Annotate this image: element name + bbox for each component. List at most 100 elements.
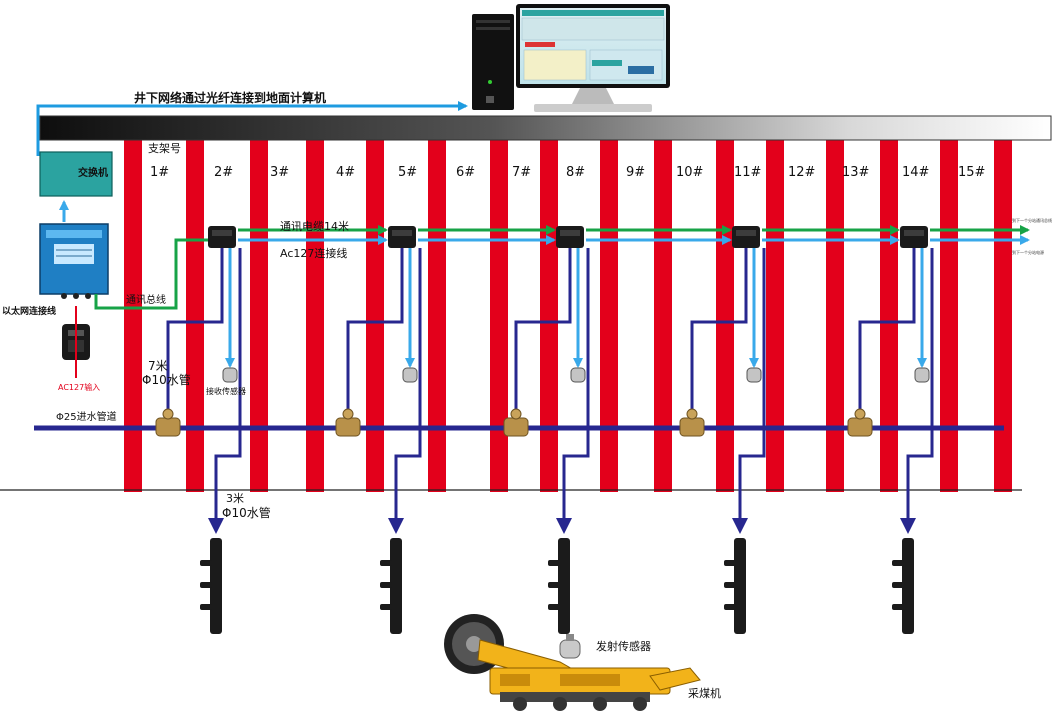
shearer-label: 采煤机 (688, 686, 721, 700)
pipe-short-count: 7米 (148, 359, 168, 373)
support-number: 14# (902, 165, 929, 180)
water-valve (503, 417, 529, 437)
roof-beam (39, 115, 1052, 141)
switch-label: 交换机 (78, 166, 108, 179)
support-column (540, 140, 558, 492)
bus-label: 通讯总线 (126, 293, 166, 306)
support-number: 13# (842, 165, 869, 180)
support-number: 8# (566, 165, 585, 180)
spray-nozzle-bar (558, 538, 570, 634)
valve-handle (686, 408, 698, 420)
nozzle-pipe-arrow (556, 518, 572, 534)
support-number: 3# (270, 165, 289, 180)
control-module-panel (392, 230, 412, 236)
spray-nozzle-bar (902, 538, 914, 634)
support-number: 10# (676, 165, 703, 180)
spray-nozzle-bar (734, 538, 746, 634)
nozzle-pipe (906, 248, 934, 518)
support-labels: 1#2#3#4#5#6#7#8#9#10#11#12#13#14#15# (150, 165, 985, 180)
nozzle-pipe (562, 248, 590, 518)
control-module (556, 226, 584, 248)
valve-handle (854, 408, 866, 420)
water-valve (155, 417, 181, 437)
support-column (250, 140, 268, 492)
support-column (940, 140, 958, 492)
support-column (826, 140, 844, 492)
switch-box (39, 151, 113, 197)
support-number: 7# (512, 165, 531, 180)
spray-nozzle (892, 604, 904, 610)
support-number: 6# (456, 165, 475, 180)
shearer (444, 614, 701, 711)
nozzle-pipe (738, 248, 766, 518)
spray-nozzle (380, 560, 392, 566)
support-number: 5# (398, 165, 417, 180)
support-column (654, 140, 672, 492)
support-number: 15# (958, 165, 985, 180)
control-module (732, 226, 760, 248)
fiber-line (36, 101, 468, 156)
branch-pipe (166, 246, 224, 410)
water-valve (335, 417, 361, 437)
nozzle-pipe (394, 248, 422, 518)
spray-nozzle (724, 604, 736, 610)
right-label-bus: 到下一个分站通讯总线 (1012, 217, 1052, 223)
spray-nozzle (724, 560, 736, 566)
support-column (994, 140, 1012, 492)
ac-cable-label: Ac127连接线 (280, 246, 347, 260)
support-number: 2# (214, 165, 233, 180)
receive-sensor (570, 367, 586, 383)
nozzle-pipe (214, 248, 242, 520)
monitor (516, 4, 670, 112)
spray-nozzle-bar (390, 538, 402, 634)
support-number-label: 支架号 (148, 142, 181, 155)
support-column (186, 140, 204, 492)
branch-pipe (514, 246, 572, 410)
spray-nozzle (200, 560, 212, 566)
control-module (900, 226, 928, 248)
control-module (208, 226, 236, 248)
nozzle-pipe-arrow (208, 518, 224, 534)
support-column (428, 140, 446, 492)
support-column (366, 140, 384, 492)
nozzle-pipe-arrow (900, 518, 916, 534)
spray-nozzle (548, 604, 560, 610)
support-column (600, 140, 618, 492)
receive-sensor (402, 367, 418, 383)
sensor-label: 接收传感器 (206, 386, 246, 396)
support-columns (124, 140, 1012, 492)
water-valve (847, 417, 873, 437)
receive-sensor (222, 367, 238, 383)
spray-nozzle (200, 582, 212, 588)
station-chain (238, 225, 900, 245)
support-column (124, 140, 142, 492)
emitter-label: 发射传感器 (596, 639, 651, 653)
emitter-sensor (559, 634, 581, 659)
control-module-panel (212, 230, 232, 236)
power-input-label: AC127输入 (58, 382, 100, 392)
valve-handle (342, 408, 354, 420)
computer-tower (472, 14, 514, 110)
support-number: 9# (626, 165, 645, 180)
branch-pipe (346, 246, 404, 410)
control-module-panel (904, 230, 924, 236)
valve-handle (162, 408, 174, 420)
pipe-long-count: 3米 (226, 492, 244, 505)
stations (155, 226, 934, 634)
support-column (880, 140, 898, 492)
nozzle-pipe-arrow (732, 518, 748, 534)
receive-sensor (746, 367, 762, 383)
pipe-short-size: Φ10水管 (142, 372, 191, 387)
support-number: 11# (734, 165, 761, 180)
spray-nozzle (200, 604, 212, 610)
support-column (490, 140, 508, 492)
support-number: 1# (150, 165, 169, 180)
control-module-panel (560, 230, 580, 236)
spray-nozzle (548, 560, 560, 566)
fiber-line-label: 井下网络通过光纤连接到地面计算机 (134, 90, 326, 105)
control-module (388, 226, 416, 248)
spray-nozzle (892, 582, 904, 588)
receive-sensor (914, 367, 930, 383)
